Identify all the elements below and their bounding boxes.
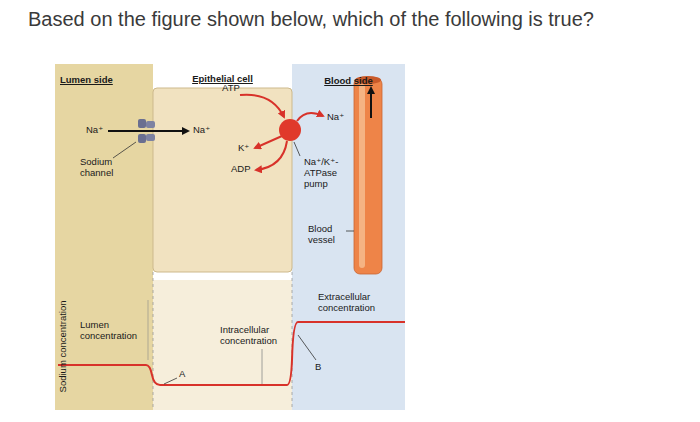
region-heading: Lumen side [60, 74, 113, 85]
ion-label: Na⁺ [86, 125, 103, 136]
blood-ground [292, 64, 405, 410]
adp-label: ADP [231, 164, 251, 175]
pump-symbol [279, 119, 301, 141]
part-label: Sodium channel [80, 157, 120, 179]
part-label: Blood vessel [308, 224, 344, 246]
epithelial-cell [153, 88, 292, 272]
leader-line [346, 231, 354, 232]
adp-arrow [256, 141, 287, 170]
divider [153, 272, 154, 410]
guide-line [148, 300, 149, 360]
sodium-flow-arrow [108, 130, 188, 132]
leader-line [164, 378, 177, 384]
region-band: Lumen side [55, 64, 153, 410]
atp-label: ATP [222, 83, 240, 94]
ion-label: Na⁺ [193, 125, 210, 136]
atp-arrow [240, 95, 284, 117]
curve-label: Extracellular concentration [318, 292, 396, 314]
callout-letter: A [179, 369, 185, 380]
ion-label: K⁺ [238, 143, 249, 154]
callout-letter: B [315, 362, 321, 373]
potassium-arrow [255, 136, 282, 148]
region-band: Epithelial cell [153, 64, 292, 272]
cell-graph-ground [153, 280, 292, 410]
sodium-out-arrow [297, 113, 323, 121]
curve-label: Intracellular concentration [220, 325, 286, 347]
region-heading: Blood side [324, 75, 373, 86]
ion-label: Na⁺ [327, 112, 344, 123]
axis-label: Sodium concentration [59, 300, 70, 392]
part-label: Na⁺/K⁺- ATPase pump [304, 157, 350, 190]
leader-line [262, 349, 263, 384]
leader-line [113, 142, 136, 158]
curve-label: Lumen concentration [80, 320, 146, 342]
title: Based on the figure shown below, which o… [28, 8, 594, 31]
blood-vessel [354, 76, 382, 274]
leader-line [298, 335, 316, 360]
lumen-ground [55, 64, 153, 410]
leader-line [294, 142, 300, 156]
